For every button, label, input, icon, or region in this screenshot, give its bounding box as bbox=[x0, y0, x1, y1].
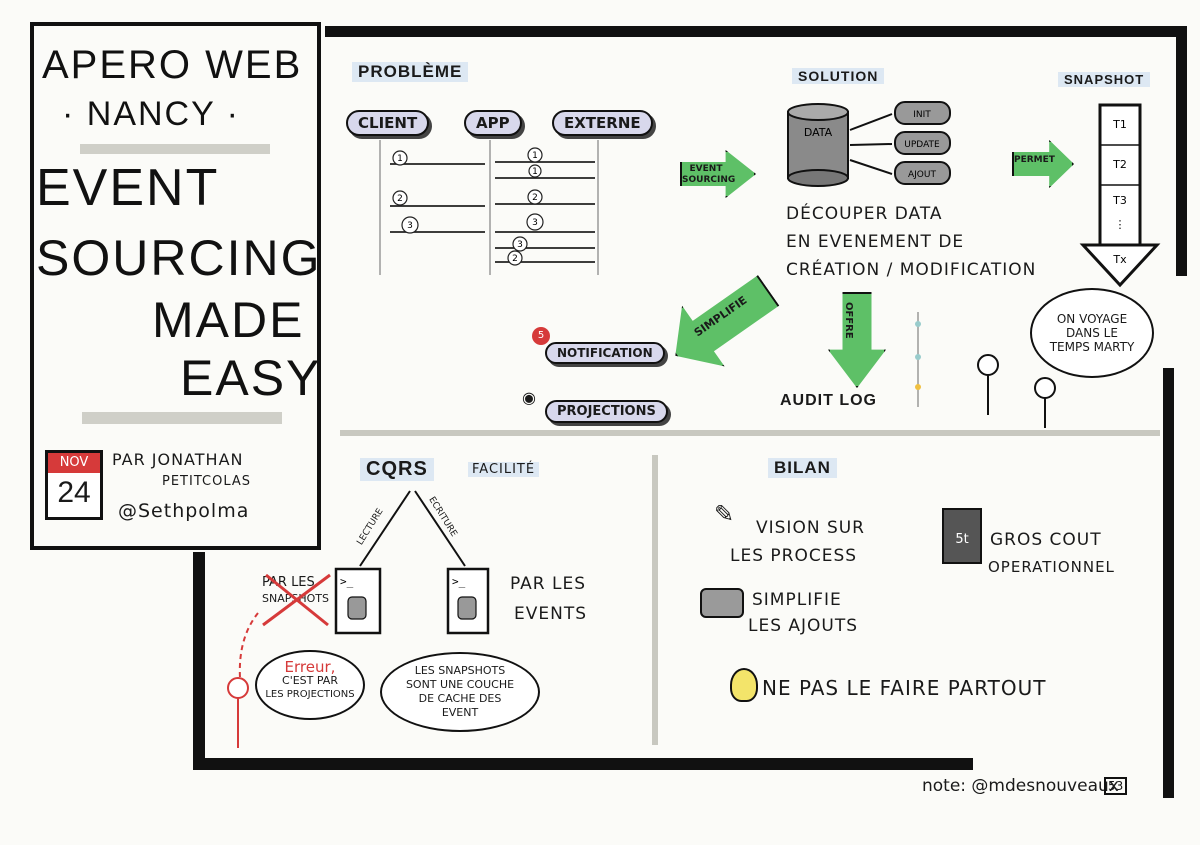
pen-icon: ✎ bbox=[714, 500, 735, 528]
par-events-line-1: PAR LES bbox=[510, 574, 587, 594]
bilan-item2-line1: SIMPLIFIE bbox=[752, 590, 842, 610]
snapshot-t3: T3 bbox=[1112, 194, 1127, 207]
erreur-line-2: LES PROJECTIONS bbox=[265, 689, 355, 700]
solution-desc-1: DÉCOUPER DATA bbox=[786, 204, 943, 224]
svg-text:>_: >_ bbox=[340, 575, 354, 588]
snapshot-title: SNAPSHOT bbox=[1058, 72, 1151, 87]
cqrs-facilite: FACILITÉ bbox=[468, 462, 540, 477]
solution-title: SOLUTION bbox=[792, 68, 885, 84]
actor-app: APP bbox=[464, 110, 522, 136]
author-line-1: PAR JONATHAN bbox=[112, 450, 244, 469]
title-line-3: MADE bbox=[152, 292, 305, 348]
db-label: DATA bbox=[804, 126, 833, 139]
weight-label: 5t bbox=[955, 532, 969, 547]
actor-client: CLIENT bbox=[346, 110, 430, 136]
title-line-2: SOURCING bbox=[36, 230, 322, 286]
marty-bubble: ON VOYAGE DANS LE TEMPS MARTY bbox=[1030, 288, 1154, 378]
erreur-bubble: Erreur, C'EST PAR LES PROJECTIONS bbox=[255, 650, 365, 720]
erreur-word: Erreur, bbox=[284, 658, 336, 676]
step-right-3: 2 bbox=[532, 193, 538, 203]
offre-label: OFFRE bbox=[843, 302, 854, 339]
cache-line-2: SONT UNE COUCHE bbox=[405, 678, 515, 691]
credit-text: note: @mdesnouveaux bbox=[922, 776, 1119, 796]
database-icon: DATA INIT UPDATE AJOUT bbox=[787, 101, 951, 187]
bilan-item3-line1: GROS COUT bbox=[990, 530, 1102, 550]
snapshot-dots: ⋮ bbox=[1115, 218, 1126, 231]
cqrs-title: CQRS bbox=[360, 458, 434, 481]
event-update: UPDATE bbox=[904, 140, 940, 150]
event-sourcing-label: EVENT SOURCING bbox=[682, 164, 736, 185]
erreur-line-1: C'EST PAR bbox=[282, 674, 338, 687]
step-left-1: 1 bbox=[397, 154, 403, 164]
eye-icon: ◉ bbox=[522, 388, 536, 407]
sequence-diagram: 1 2 3 1 1 2 3 3 2 bbox=[379, 140, 599, 275]
terminal-icons: >_ >_ bbox=[334, 567, 490, 635]
notification-pill: NOTIFICATION bbox=[545, 342, 665, 364]
cache-line-3: DE CACHE DES bbox=[418, 692, 502, 705]
event-init: INIT bbox=[913, 110, 931, 120]
snapshot-tx: Tx bbox=[1112, 253, 1127, 266]
bilan-item1-line2: LES PROCESS bbox=[730, 546, 858, 566]
calendar-month: NOV bbox=[48, 453, 100, 473]
calendar-icon: NOV 24 bbox=[45, 450, 103, 520]
snapshot-t2: T2 bbox=[1112, 158, 1127, 171]
step-left-2: 2 bbox=[397, 194, 403, 204]
marty-bubble-text: ON VOYAGE DANS LE TEMPS MARTY bbox=[1049, 312, 1135, 354]
characters-icon bbox=[977, 354, 1056, 428]
cache-line-4: EVENT bbox=[441, 706, 479, 719]
bilan-item2-line2: LES AJOUTS bbox=[748, 616, 859, 636]
step-right-6: 2 bbox=[512, 254, 518, 264]
audit-log-label: AUDIT LOG bbox=[780, 392, 877, 409]
calendar-day: 24 bbox=[57, 476, 91, 509]
credit-badge: 53 bbox=[1104, 777, 1128, 795]
cache-bubble: LES SNAPSHOTS SONT UNE COUCHE DE CACHE D… bbox=[380, 652, 540, 732]
step-right-2: 1 bbox=[532, 167, 538, 177]
step-right-1: 1 bbox=[532, 151, 538, 161]
person-icon bbox=[227, 612, 259, 748]
step-right-4: 3 bbox=[532, 218, 538, 228]
event-name: APERO WEB bbox=[42, 43, 303, 87]
step-right-5: 3 bbox=[517, 240, 523, 250]
par-events-line-2: EVENTS bbox=[514, 604, 588, 624]
snapshot-t1: T1 bbox=[1112, 118, 1127, 131]
solution-desc-2: EN EVENEMENT DE bbox=[786, 232, 965, 252]
svg-text:>_: >_ bbox=[452, 575, 466, 588]
title-panel bbox=[30, 22, 321, 550]
bilan-item4: NE PAS LE FAIRE PARTOUT bbox=[762, 676, 1047, 700]
solution-desc-3: CRÉATION / MODIFICATION bbox=[786, 260, 1037, 280]
probleme-title: PROBLÈME bbox=[352, 62, 469, 82]
event-ajout: AJOUT bbox=[908, 170, 936, 180]
cache-line-1: LES SNAPSHOTS bbox=[414, 664, 506, 677]
crossed-line-1: PAR LES bbox=[262, 575, 315, 590]
notification-badge: 5 bbox=[532, 327, 550, 345]
cqrs-branch-arrows bbox=[359, 490, 466, 567]
snapshot-timeline: T1 T2 T3 ⋮ Tx bbox=[1079, 103, 1161, 288]
author-line-2: PETITCOLAS bbox=[162, 474, 252, 489]
audit-timeline-icon bbox=[915, 312, 921, 407]
event-city: · NANCY · bbox=[62, 95, 240, 133]
bilan-item3-line2: OPERATIONNEL bbox=[988, 558, 1115, 576]
author-handle: @Sethpolma bbox=[118, 500, 250, 522]
puzzle-icon bbox=[700, 588, 744, 618]
title-line-1: EVENT bbox=[36, 159, 220, 217]
actor-externe: EXTERNE bbox=[552, 110, 653, 136]
step-left-3: 3 bbox=[407, 221, 413, 231]
projections-pill: PROJECTIONS bbox=[545, 400, 668, 423]
bilan-item1-line1: VISION SUR bbox=[756, 518, 865, 538]
cross-icon bbox=[262, 573, 331, 627]
title-line-4: EASY bbox=[180, 350, 322, 406]
weight-icon: 5t bbox=[942, 508, 982, 564]
bilan-title: BILAN bbox=[768, 458, 837, 478]
lightbulb-icon bbox=[730, 668, 758, 702]
permet-label: PERMET bbox=[1014, 155, 1055, 165]
